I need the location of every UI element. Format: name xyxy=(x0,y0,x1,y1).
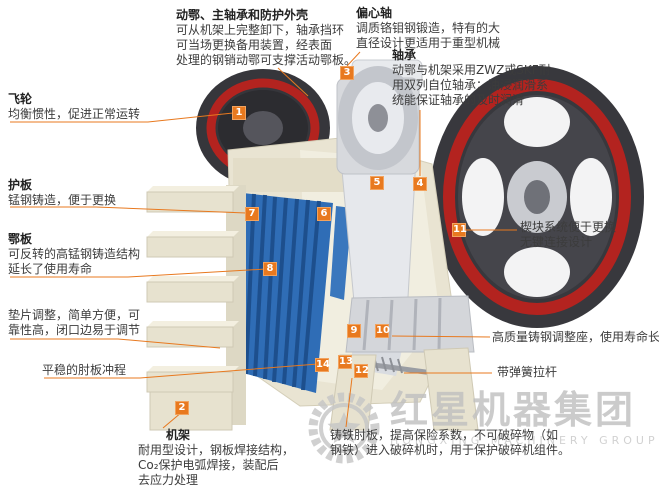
leader-line xyxy=(345,377,353,428)
label-jaw-plate: 鄂板 可反转的高锰钢铸造结构 延长了使用寿命 xyxy=(8,232,140,277)
leader-line xyxy=(391,335,491,338)
label-line: 处理的钢销动鄂可支撑活动鄂板。 xyxy=(176,53,357,67)
label-moving-jaw: 动鄂、主轴承和防护外壳 可从机架上完整卸下，轴承挡环 可当场更换备用装置，经表面… xyxy=(176,8,356,68)
label-line: 楔块系统便于更换 xyxy=(520,220,617,234)
label-wedge-system: 楔块系统便于更换 无键连接设计 xyxy=(520,220,616,250)
label-line: 用双列自位轴承；油浸润滑系 xyxy=(392,78,549,92)
label-line: 钢铁）进入破碎机时，用于保护破碎机组件。 xyxy=(330,443,571,457)
label-line: 靠性高，闭口边易于调节 xyxy=(8,323,141,337)
label-toggle-stroke: 平稳的肘板冲程 xyxy=(42,363,126,378)
label-line: 去应力处理 xyxy=(138,473,199,487)
label-title: 飞轮 xyxy=(8,92,33,106)
part-badge-13: 13 xyxy=(338,355,353,369)
part-badge-4: 4 xyxy=(413,177,427,191)
label-line: 动鄂与机架采用ZWZ或SKF耐 xyxy=(392,63,551,77)
label-line: 可从机架上完整卸下，轴承挡环 xyxy=(176,23,345,37)
jaw-plates xyxy=(236,193,352,393)
label-adjust-seat: 高质量铸钢调整座，使用寿命长 xyxy=(492,330,659,345)
label-title: 鄂板 xyxy=(8,232,33,246)
part-badge-3: 3 xyxy=(340,66,354,80)
label-line: 无键连接设计 xyxy=(520,235,593,249)
leader-line xyxy=(277,67,309,97)
label-spring-rod: 带弹簧拉杆 xyxy=(497,365,557,380)
label-title: 偏心轴 xyxy=(356,6,393,20)
label-line: 统能保证轴承的及时润滑 xyxy=(392,93,525,107)
left-steps xyxy=(146,185,246,431)
part-badge-8: 8 xyxy=(263,262,277,276)
label-line: 延长了使用寿命 xyxy=(8,262,93,276)
label-line: 直径设计更适用于重型机械 xyxy=(356,36,501,50)
part-badge-11: 11 xyxy=(452,223,467,237)
label-bearing: 轴承 动鄂与机架采用ZWZ或SKF耐 用双列自位轴承；油浸润滑系 统能保证轴承的… xyxy=(392,48,551,108)
part-badge-9: 9 xyxy=(347,324,361,338)
label-eccentric-shaft: 偏心轴 调质铬钼钢锻造，特有的大 直径设计更适用于重型机械 xyxy=(356,6,500,51)
label-line: 平稳的肘板冲程 xyxy=(42,363,127,377)
label-frame: 机架 耐用型设计，钢板焊接结构， Co₂保护电弧焊接，装配后 去应力处理 xyxy=(138,428,294,488)
watermark-logo-icon xyxy=(308,392,380,464)
label-title: 机架 xyxy=(166,428,191,442)
watermark-company-name-en: HONGXING MACHINERY GROUP xyxy=(390,433,659,447)
label-toggle-plate: 铸铁肘板，提高保险系数，不可破碎物（如 钢铁）进入破碎机时，用于保护破碎机组件。 xyxy=(330,428,570,458)
part-badge-10: 10 xyxy=(375,324,390,338)
part-badge-5: 5 xyxy=(370,176,384,190)
part-badge-1: 1 xyxy=(232,106,246,120)
leader-line xyxy=(10,206,247,214)
label-line: 可反转的高锰钢铸造结构 xyxy=(8,247,141,261)
part-badge-6: 6 xyxy=(317,207,331,221)
leader-line xyxy=(10,268,267,278)
label-line: 调质铬钼钢锻造，特有的大 xyxy=(356,21,501,35)
label-flywheel: 飞轮 均衡惯性，促进正常运转 xyxy=(8,92,140,122)
label-line: 耐用型设计，钢板焊接结构， xyxy=(138,443,295,457)
leader-line xyxy=(10,112,234,123)
label-line: 高质量铸钢调整座，使用寿命长 xyxy=(492,330,659,344)
label-line: 垫片调整，简单方便，可 xyxy=(8,308,141,322)
leader-line xyxy=(346,51,361,67)
label-title: 轴承 xyxy=(392,48,417,62)
label-title: 护板 xyxy=(8,178,33,192)
part-badge-14: 14 xyxy=(315,358,330,372)
part-badge-12: 12 xyxy=(354,364,369,378)
label-title: 动鄂、主轴承和防护外壳 xyxy=(176,8,309,22)
leader-line xyxy=(10,338,221,349)
right-flywheel xyxy=(430,66,644,328)
label-shim-adjust: 垫片调整，简单方便，可 靠性高，闭口边易于调节 xyxy=(8,308,140,338)
label-line: Co₂保护电弧焊接，装配后 xyxy=(138,458,279,472)
label-line: 可当场更换备用装置，经表面 xyxy=(176,38,333,52)
part-badge-2: 2 xyxy=(175,401,189,415)
watermark: 红星机器集团 HONGXING MACHINERY GROUP xyxy=(306,388,659,466)
part-badge-7: 7 xyxy=(245,207,259,221)
leader-line xyxy=(44,363,319,379)
label-line: 均衡惯性，促进正常运转 xyxy=(8,107,141,121)
label-guard-plate: 护板 锰钢铸造，便于更换 xyxy=(8,178,116,208)
label-line: 锰钢铸造，便于更换 xyxy=(8,193,117,207)
label-line: 铸铁肘板，提高保险系数，不可破碎物（如 xyxy=(330,428,559,442)
watermark-company-name: 红星机器集团 xyxy=(390,388,637,432)
bearing-housing xyxy=(336,59,423,175)
label-line: 带弹簧拉杆 xyxy=(497,365,558,379)
adjustment-assembly xyxy=(329,295,479,431)
